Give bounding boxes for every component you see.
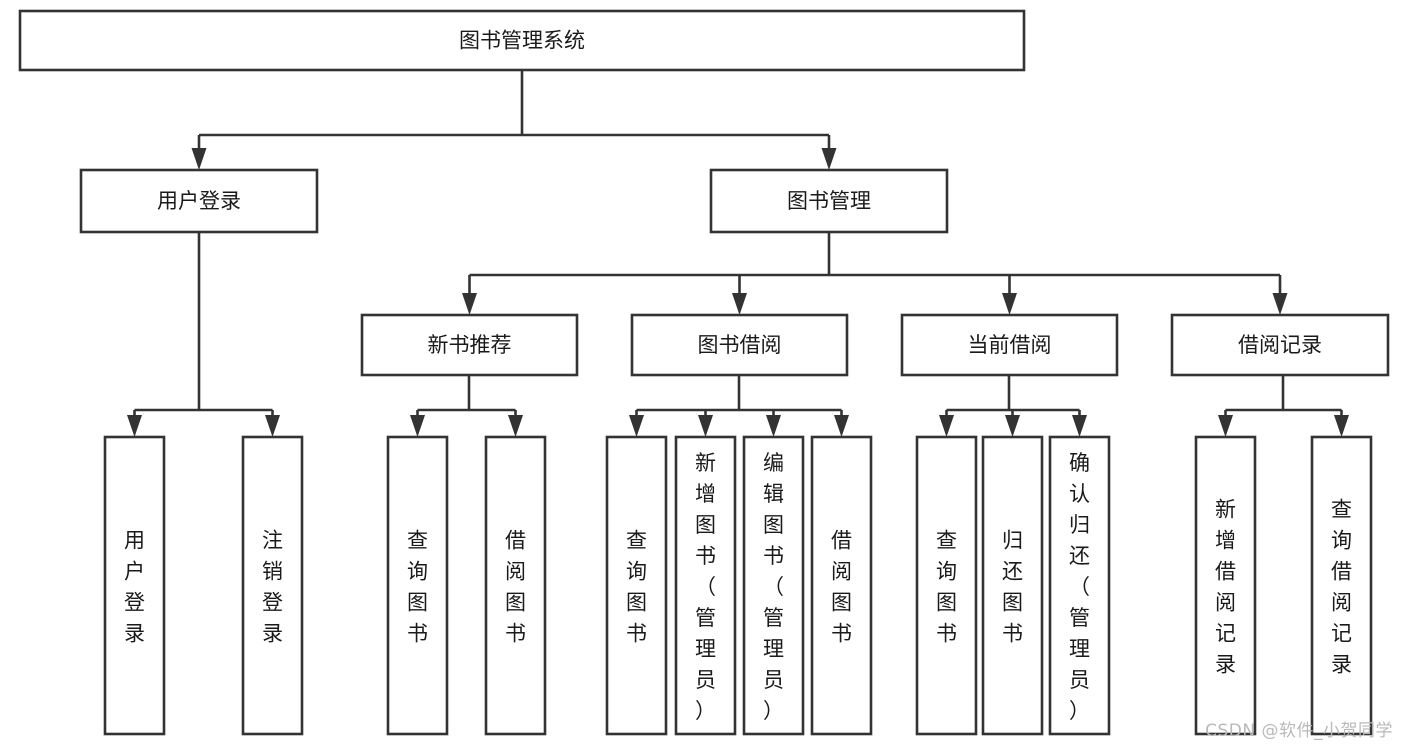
node-label-leaf-add-book: 新增图书（管理员） [695, 451, 716, 723]
connector-layer [127, 70, 1349, 437]
node-leaf-add-record[interactable]: 新增借阅记录 [1194, 435, 1257, 736]
node-box-leaf-borrow-book-1[interactable] [484, 435, 547, 736]
node-box-leaf-query-record[interactable] [1310, 435, 1373, 736]
connector-group-user-login [127, 232, 280, 437]
arrow-head-icon [629, 415, 644, 437]
arrow-head-icon [265, 415, 280, 437]
node-label-leaf-add-record: 新增借阅记录 [1215, 498, 1236, 677]
arrow-head-icon [821, 148, 837, 170]
node-user-login[interactable]: 用户登录 [79, 168, 319, 234]
arrow-head-icon [508, 415, 523, 437]
node-label-leaf-query-record: 查询借阅记录 [1331, 498, 1352, 677]
node-book-borrow[interactable]: 图书借阅 [630, 313, 849, 377]
node-leaf-query-record[interactable]: 查询借阅记录 [1310, 435, 1373, 736]
node-leaf-edit-book[interactable]: 编辑图书（管理员） [742, 435, 805, 736]
connector-group-book-manage [462, 232, 1288, 315]
node-box-leaf-user-login[interactable] [103, 435, 166, 736]
arrow-head-icon [462, 293, 477, 315]
node-label-leaf-query-book-1: 查询图书 [407, 529, 428, 646]
node-box-leaf-edit-book[interactable] [742, 435, 805, 736]
node-layer: 图书管理系统用户登录图书管理新书推荐图书借阅当前借阅借阅记录用户登录注销登录查询… [18, 9, 1390, 736]
node-box-leaf-return-book[interactable] [981, 435, 1044, 736]
node-leaf-query-book-3[interactable]: 查询图书 [915, 435, 978, 736]
node-label-leaf-borrow-book-2: 借阅图书 [831, 529, 852, 646]
node-box-current-borrow[interactable] [900, 313, 1119, 377]
arrow-head-icon [698, 415, 713, 437]
node-leaf-query-book-1[interactable]: 查询图书 [386, 435, 449, 736]
node-box-leaf-borrow-book-2[interactable] [810, 435, 873, 736]
node-label-leaf-query-book-3: 查询图书 [936, 529, 957, 646]
node-box-leaf-query-book-1[interactable] [386, 435, 449, 736]
arrow-head-icon [939, 415, 954, 437]
node-label-current-borrow: 当前借阅 [968, 333, 1052, 357]
node-box-leaf-add-book[interactable] [674, 435, 737, 736]
connector-group-root [191, 70, 837, 170]
node-new-book-recommend[interactable]: 新书推荐 [360, 313, 579, 377]
connector-group-borrow-record [1218, 375, 1349, 437]
arrow-head-icon [1334, 415, 1349, 437]
node-box-root[interactable] [18, 9, 1026, 72]
node-leaf-borrow-book-2[interactable]: 借阅图书 [810, 435, 873, 736]
arrow-head-icon [1072, 415, 1087, 437]
node-label-new-book-recommend: 新书推荐 [428, 333, 512, 357]
node-box-user-login[interactable] [79, 168, 319, 234]
node-leaf-confirm-return[interactable]: 确认归还（管理员） [1048, 435, 1111, 736]
arrow-head-icon [127, 415, 142, 437]
node-label-user-login: 用户登录 [157, 189, 241, 213]
node-leaf-user-login[interactable]: 用户登录 [103, 435, 166, 736]
node-box-leaf-add-record[interactable] [1194, 435, 1257, 736]
node-label-leaf-return-book: 归还图书 [1002, 529, 1023, 646]
node-label-leaf-query-book-2: 查询图书 [626, 529, 647, 646]
node-label-borrow-record: 借阅记录 [1238, 333, 1322, 357]
node-box-leaf-confirm-return[interactable] [1048, 435, 1111, 736]
node-box-borrow-record[interactable] [1170, 313, 1390, 377]
arrow-head-icon [1218, 415, 1233, 437]
node-book-manage[interactable]: 图书管理 [709, 168, 949, 234]
arrow-head-icon [732, 293, 747, 315]
node-label-leaf-user-login: 用户登录 [124, 529, 145, 646]
node-label-leaf-edit-book: 编辑图书（管理员） [763, 451, 784, 723]
node-box-leaf-query-book-3[interactable] [915, 435, 978, 736]
node-label-leaf-logout: 注销登录 [262, 529, 283, 646]
connector-group-new-book-recommend [410, 375, 523, 437]
node-label-root: 图书管理系统 [459, 29, 585, 53]
arrow-head-icon [834, 415, 849, 437]
node-label-leaf-borrow-book-1: 借阅图书 [505, 529, 526, 646]
node-leaf-borrow-book-1[interactable]: 借阅图书 [484, 435, 547, 736]
node-box-book-borrow[interactable] [630, 313, 849, 377]
node-box-book-manage[interactable] [709, 168, 949, 234]
arrow-head-icon [1002, 293, 1017, 315]
node-label-book-manage: 图书管理 [787, 189, 871, 213]
node-label-leaf-confirm-return: 确认归还（管理员） [1069, 451, 1090, 723]
node-box-leaf-query-book-2[interactable] [605, 435, 668, 736]
node-box-new-book-recommend[interactable] [360, 313, 579, 377]
connector-group-book-borrow [629, 375, 849, 437]
node-root[interactable]: 图书管理系统 [18, 9, 1026, 72]
node-current-borrow[interactable]: 当前借阅 [900, 313, 1119, 377]
arrow-head-icon [1272, 293, 1288, 315]
connector-group-current-borrow [939, 375, 1087, 437]
node-leaf-return-book[interactable]: 归还图书 [981, 435, 1044, 736]
node-leaf-query-book-2[interactable]: 查询图书 [605, 435, 668, 736]
node-leaf-logout[interactable]: 注销登录 [241, 435, 304, 736]
arrow-head-icon [1005, 415, 1020, 437]
node-box-leaf-logout[interactable] [241, 435, 304, 736]
arrow-head-icon [410, 415, 425, 437]
watermark-label: CSDN @软件_小贺同学 [1205, 721, 1393, 741]
node-borrow-record[interactable]: 借阅记录 [1170, 313, 1390, 377]
node-leaf-add-book[interactable]: 新增图书（管理员） [674, 435, 737, 736]
arrow-head-icon [766, 415, 781, 437]
arrow-head-icon [191, 148, 207, 170]
node-label-book-borrow: 图书借阅 [698, 333, 782, 357]
